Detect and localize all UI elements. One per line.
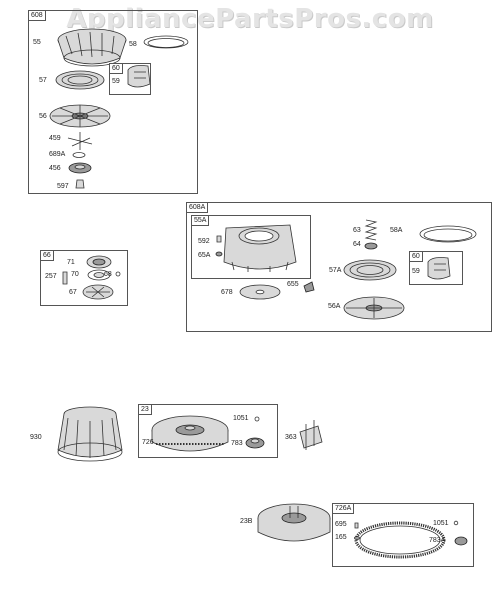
part-label: 63 xyxy=(353,227,361,234)
part-label: 1051 xyxy=(433,520,449,527)
group-608A: 608A 55A 592 65A 63 58A 64 57A 678 655 5… xyxy=(186,202,492,332)
part-label: 57A xyxy=(329,267,342,274)
part-label: 783 xyxy=(231,440,243,447)
part-label: 678 xyxy=(221,289,233,296)
part-label: 67 xyxy=(69,289,77,296)
group-tag: 608A xyxy=(187,203,209,213)
clip-655-icon xyxy=(303,281,315,293)
part-label: 65A xyxy=(198,252,211,259)
gear-783-icon xyxy=(245,437,265,449)
flywheel-726-icon xyxy=(151,415,229,452)
spring-57A-icon xyxy=(343,259,397,281)
part-label: 58A xyxy=(390,227,403,234)
part-label: 726 xyxy=(142,439,154,446)
housing-55A-icon xyxy=(223,224,297,272)
spring-57-icon xyxy=(55,70,105,90)
key-1051b-icon xyxy=(453,520,459,526)
part-label: 1051 xyxy=(233,415,249,422)
starter-housing-55-icon xyxy=(57,28,127,67)
rotating-screen-930-icon xyxy=(57,406,123,462)
part-label: 57 xyxy=(39,77,47,84)
part-label: 689A xyxy=(49,151,66,158)
group-tag: 726A xyxy=(333,504,355,514)
screw-592-icon xyxy=(216,235,222,243)
group-66: 66 71 70 257 68 67 xyxy=(40,250,128,306)
rope-58A-icon xyxy=(419,225,477,243)
cup-67-icon xyxy=(82,284,114,300)
part-label: 59 xyxy=(412,268,420,275)
group-tag: 66 xyxy=(41,251,54,261)
dog-459-icon xyxy=(67,132,93,150)
starter-cup-71-icon xyxy=(86,255,112,269)
part-label: 783A xyxy=(429,537,446,544)
pulley-56A-icon xyxy=(343,296,405,320)
part-label: 55 xyxy=(33,39,41,46)
group-tag: 60 xyxy=(110,64,123,74)
part-label: 597 xyxy=(57,183,69,190)
gear-783A-icon xyxy=(454,536,468,546)
part-label: 456 xyxy=(49,165,61,172)
part-label: 56 xyxy=(39,113,47,120)
subgroup-55A: 55A 592 65A xyxy=(191,215,311,279)
part-label: 64 xyxy=(353,241,361,248)
ring-gear-726A-icon xyxy=(354,521,446,559)
handle-59-icon xyxy=(127,65,151,88)
subgroup-60b: 60 59 xyxy=(409,251,463,285)
part-label: 165 xyxy=(335,534,347,541)
key-1051-icon xyxy=(254,416,260,422)
part-label: 71 xyxy=(67,259,75,266)
group-tag: 608 xyxy=(29,11,46,21)
part-label: 56A xyxy=(328,303,341,310)
group-608: 608 55 58 57 56 459 689A 456 597 60 59 xyxy=(28,10,198,194)
part-label: 68 xyxy=(104,271,112,278)
nut-68-icon xyxy=(115,271,121,277)
subgroup-60: 60 59 xyxy=(109,63,151,95)
screw-695-icon xyxy=(354,522,359,529)
nut-65A-icon xyxy=(215,251,223,257)
group-tag: 55A xyxy=(192,216,210,226)
washer-689A-icon xyxy=(72,152,86,158)
part-label: 592 xyxy=(198,238,210,245)
part-label: 930 xyxy=(30,434,42,441)
spring-63-icon xyxy=(364,219,378,241)
part-label: 70 xyxy=(71,271,79,278)
nut-165-icon xyxy=(354,536,360,540)
screen-70-icon xyxy=(87,269,111,281)
part-label: 459 xyxy=(49,135,61,142)
screw-597-icon xyxy=(75,179,85,189)
part-label: 59 xyxy=(112,78,120,85)
washer-64-icon xyxy=(364,242,378,250)
watermark: AppliancePartsPros.com xyxy=(66,4,434,34)
pulley-56-icon xyxy=(49,104,111,128)
group-726A: 726A 695 1051 165 783A xyxy=(332,503,474,567)
rope-58-icon xyxy=(143,35,189,49)
handle-59b-icon xyxy=(427,257,451,280)
part-label: 257 xyxy=(45,273,57,280)
part-label: 695 xyxy=(335,521,347,528)
part-label: 58 xyxy=(129,41,137,48)
flange-678-icon xyxy=(239,284,281,300)
flywheel-23B-icon xyxy=(257,503,331,542)
group-tag: 23 xyxy=(139,405,152,415)
part-label: 363 xyxy=(285,434,297,441)
retainer-456-icon xyxy=(68,162,92,174)
bracket-363-icon xyxy=(299,420,323,450)
part-label: 655 xyxy=(287,281,299,288)
group-tag: 60 xyxy=(410,252,423,262)
part-label: 23B xyxy=(240,518,253,525)
group-23: 23 1051 726 783 xyxy=(138,404,278,458)
screw-257-icon xyxy=(62,271,68,285)
